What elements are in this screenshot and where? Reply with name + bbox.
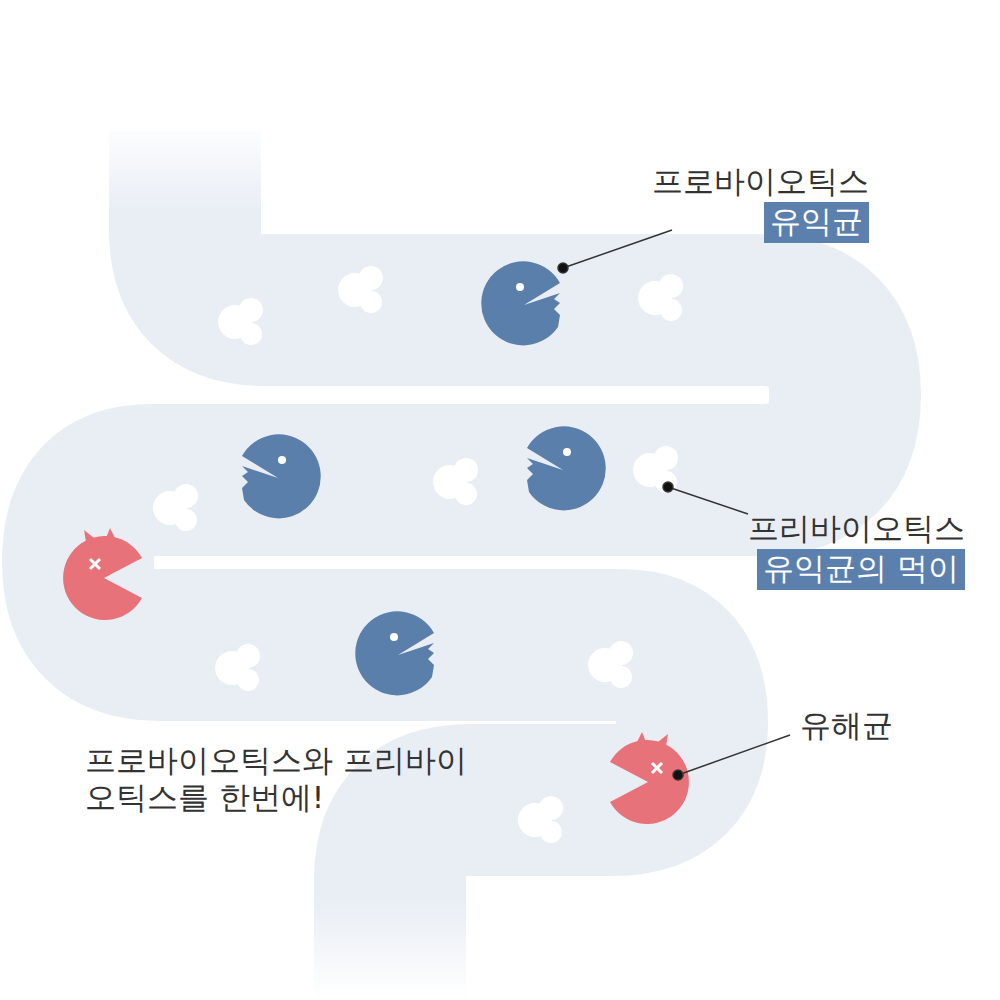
callout-heading: 프로바이오틱스 (652, 163, 869, 200)
callout-group: 프리바이오틱스유익균의 먹이 (748, 510, 965, 590)
callout-heading: 프리바이오틱스 (748, 510, 965, 547)
note-text: 프로바이오틱스와 프리바이오틱스를 한번에! (85, 742, 488, 816)
highlight-box: 유익균 (764, 202, 869, 243)
callout-label: 유해균 (800, 707, 893, 744)
callout-group: 프로바이오틱스유익균 (652, 163, 869, 243)
highlight-box: 유익균의 먹이 (757, 549, 965, 590)
